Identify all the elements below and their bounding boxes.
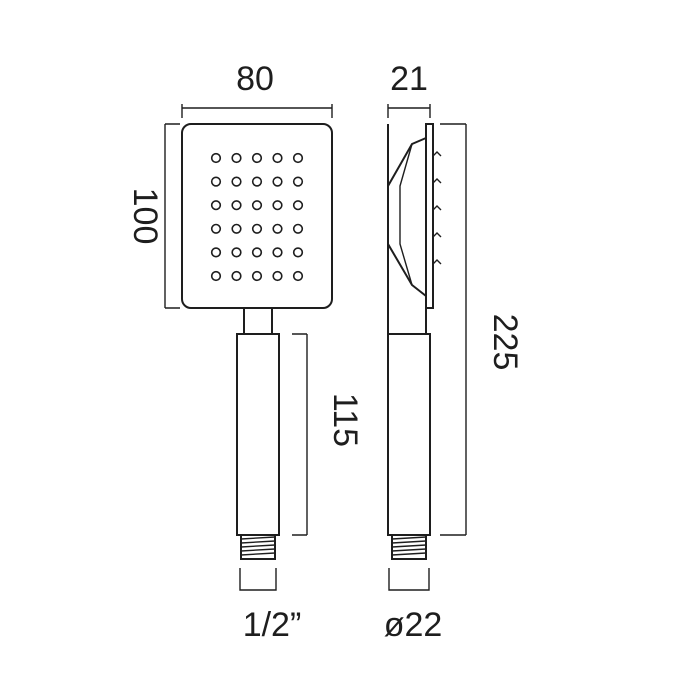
nozzle-hole	[292, 176, 304, 187]
thread-dimension: 1/2”	[239, 568, 302, 644]
width-dimension: 80	[181, 60, 333, 118]
height-label: 100	[126, 188, 164, 245]
nozzle-hole	[251, 247, 263, 258]
nozzle-hole	[272, 247, 283, 258]
diameter-dimension: ø22	[384, 568, 443, 644]
nozzle-hole	[292, 152, 304, 164]
nozzle-hole	[231, 152, 242, 164]
handle-body	[236, 333, 280, 536]
side-handle-body	[387, 333, 431, 536]
thread-label: 1/2”	[243, 606, 302, 644]
nozzle-hole	[292, 270, 304, 282]
front-view: 80 100 115 1/2”	[126, 60, 364, 644]
handle-length-label: 115	[326, 393, 364, 447]
nozzle-hole	[210, 152, 222, 164]
nozzle-hole	[251, 223, 263, 234]
side-view: 21 225 ø22	[384, 60, 524, 644]
nozzle-hole	[251, 270, 263, 282]
side-threaded-connector	[391, 534, 427, 560]
nozzle-hole	[251, 152, 263, 164]
handle-neck	[243, 307, 273, 335]
nozzle-hole	[272, 152, 283, 164]
nozzle-hole	[210, 247, 222, 258]
nozzle-hole	[292, 200, 304, 211]
nozzle-grid	[210, 152, 304, 282]
nozzle-hole	[272, 270, 283, 282]
diameter-label: ø22	[384, 606, 443, 644]
side-face-plate	[425, 123, 434, 309]
height-dimension: 100	[126, 123, 180, 309]
handle-length-dimension: 115	[292, 333, 364, 536]
nozzle-hole	[272, 200, 283, 211]
nozzle-hole	[210, 223, 222, 234]
side-nozzles	[432, 151, 442, 265]
nozzle-hole	[231, 200, 242, 211]
nozzle-hole	[251, 200, 263, 211]
depth-dimension: 21	[387, 60, 431, 118]
nozzle-hole	[272, 176, 283, 187]
threaded-connector	[240, 534, 276, 560]
overall-length-label: 225	[486, 314, 524, 371]
nozzle-hole	[231, 270, 242, 282]
nozzle-hole	[231, 247, 242, 258]
depth-label: 21	[390, 60, 428, 98]
overall-length-dimension: 225	[440, 123, 524, 536]
nozzle-hole	[272, 223, 283, 234]
nozzle-hole	[251, 176, 263, 187]
nozzle-hole	[292, 247, 304, 258]
nozzle-hole	[210, 200, 222, 211]
nozzle-hole	[231, 176, 242, 187]
nozzle-hole	[231, 223, 242, 234]
nozzle-hole	[292, 223, 304, 234]
nozzle-hole	[210, 270, 222, 282]
nozzle-hole	[210, 176, 222, 187]
width-label: 80	[236, 60, 274, 98]
